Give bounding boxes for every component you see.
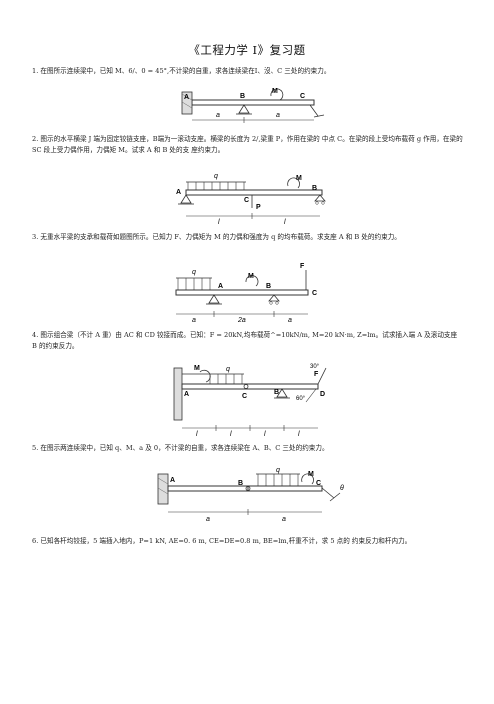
q1-label-a-span1: a [216,112,220,119]
question-1-text: 1. 在图所示连续梁中，已知 M、6/、0 = 45°,不计梁的自重，求各连续梁… [32,67,331,75]
q4-label-60deg: 60° [296,396,306,402]
q3-label-a-span2: a [288,317,292,322]
q3-label-b: B [266,283,271,290]
q3-label-2a-span: 2a [237,317,246,322]
q4-label-a: A [184,391,189,398]
q4-label-m: M [194,365,200,372]
q3-label-a-span1: a [192,317,196,322]
q4-label-l3: l [264,431,266,438]
q3-label-m: M [248,273,254,280]
q2-label-a: A [176,189,181,196]
q5-label-a-span1: a [206,516,210,523]
question-4-figure: M q F 30° A C B D 60° l l l l [173,364,327,438]
question-5-text: 5. 在图示两连续梁中，已知 q、M、a 及 0，不计梁的自重，求各连续梁在 A… [32,444,329,452]
question-1-figure: A B M C a a [181,88,325,123]
q4-label-q: q [226,366,230,373]
q3-label-q: q [192,269,196,276]
q5-label-a-span2: a [282,516,286,523]
q4-label-30deg: 30° [310,364,320,370]
question-2-figure: q M A B C P l l [176,173,326,226]
q2-label-l2: l [284,219,286,226]
q5-label-b: B [238,480,243,487]
page-title: 《工程力学 I》复习题 [188,43,306,57]
q3-label-c: C [312,290,317,297]
q2-label-l1: l [218,219,220,226]
q4-label-d: D [320,391,325,398]
question-4-text: 4. 图示组合梁（不计 A 重）由 AC 和 CD 铰接而成。已知：F = 20… [32,331,458,350]
q5-label-a: A [170,477,175,484]
question-2-text: 2. 图示的水平横梁 J 端为固定铰链支座，B端为一滚动支座。横梁的长度为 2/… [32,135,463,154]
q3-label-f: F [300,263,305,270]
q5-label-m: M [308,471,314,478]
q5-label-theta: θ [340,485,344,492]
q1-label-a: A [184,94,189,101]
q1-label-a-span2: a [276,112,280,119]
q4-label-b: B [274,389,279,396]
q1-label-b: B [240,93,245,100]
q2-label-m: M [296,175,302,182]
question-6-text: 6. 已知各杆均铰接，5 端插入地内，P=1 kN, AE=0. 6 m, CE… [32,537,412,545]
q5-label-c: C [316,480,321,487]
q3-label-a: A [218,283,223,290]
q4-label-f: F [314,371,319,378]
q4-label-c: C [242,393,247,400]
q4-label-l1: l [196,431,198,438]
question-3-text: 3. 无重水平梁的支承和载荷如题图所示。已知力 F、力偶矩为 M 的力偶和强度为… [32,233,401,241]
q4-label-l4: l [298,431,300,438]
q2-label-p: P [256,204,261,211]
q2-label-b: B [312,185,317,192]
q2-label-c: C [244,197,249,204]
question-5-figure: A B q M C θ a a [157,468,344,523]
question-3-figure: q F M A B C a 2a a [175,263,317,322]
q2-label-q: q [214,173,218,180]
q5-label-q: q [276,468,280,474]
q4-label-l2: l [230,431,232,438]
q1-label-c: C [300,93,305,100]
q1-label-m: M [272,88,278,95]
